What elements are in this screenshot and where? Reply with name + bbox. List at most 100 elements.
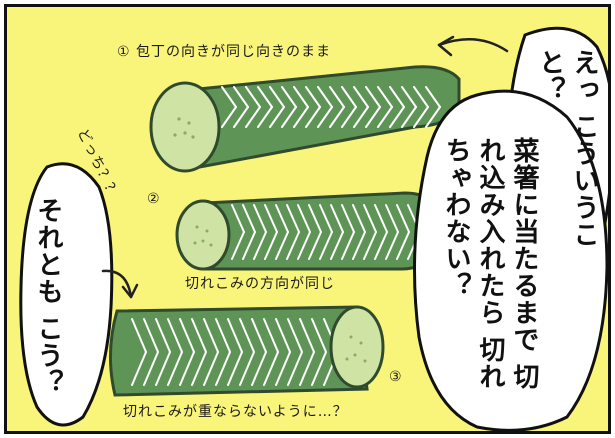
cut-line [263,318,279,353]
cut-line [257,86,273,108]
cut-line [275,231,289,260]
cut-line [242,204,256,233]
speech-text-top-right: えっ こういうこと？ [535,49,599,249]
cut-line [286,231,300,260]
cut-line [353,106,369,128]
cut-line [253,231,267,260]
speech-text-left: それとも こう？ [33,197,63,397]
cut-line [352,204,366,233]
cut-line [167,318,183,353]
cut-line [317,106,333,128]
cucumber-1 [149,65,461,173]
cut-line [215,318,231,353]
cut-line [308,204,322,233]
cut-line [293,86,309,108]
cut-line [425,86,441,108]
cut-line [269,86,285,108]
cut-line [131,318,147,353]
cut-line [275,318,291,353]
cut-line [385,231,399,260]
cut-line [413,86,429,108]
cut-line [231,231,245,260]
cut-line [131,351,147,386]
cut-line [203,351,219,386]
cut-line [239,351,255,386]
cut-line [264,204,278,233]
cut-line [143,351,159,386]
cut-line [257,106,273,128]
cut-line [191,318,207,353]
cut-line [179,351,195,386]
cut-line [389,106,405,128]
cut-line [329,86,345,108]
arrow-icon [437,35,509,57]
cut-line [215,351,231,386]
cut-line [363,231,377,260]
cut-line [245,86,261,108]
cut-line [319,231,333,260]
cut-line [377,106,393,128]
caption-cut-2-note: 切れこみの方向が同じ [185,276,335,292]
cut-lines-1 [221,86,441,128]
arrow-icon [101,269,139,299]
cut-line [263,351,279,386]
cut-line [245,106,261,128]
cut-line [341,86,357,108]
cut-line [389,86,405,108]
cut-line [253,204,267,233]
cut-line [275,351,291,386]
cut-line [233,86,249,108]
cut-line [227,318,243,353]
cut-line [374,231,388,260]
cut-line [363,204,377,233]
cut-line [297,231,311,260]
cut-line [365,106,381,128]
cut-line [299,351,315,386]
cut-line [251,318,267,353]
cut-line [385,204,399,233]
cut-line [396,204,410,233]
cut-line [377,86,393,108]
cut-line [413,106,429,128]
speech-bubble-left [19,162,114,427]
cucumber-3 [109,305,385,397]
cut-line [155,318,171,353]
cut-line [396,231,410,260]
cut-line [275,204,289,233]
cut-line [311,351,327,386]
cut-line [352,231,366,260]
cut-line [227,351,243,386]
cut-line [319,204,333,233]
cut-line [341,231,355,260]
cut-line [155,351,171,386]
cut-line [251,351,267,386]
cut-line [365,86,381,108]
cut-lines-2 [231,204,421,260]
cut-line [341,106,357,128]
cut-line [221,106,237,128]
cut-line [239,318,255,353]
cut-line [286,204,300,233]
cut-line [287,351,303,386]
cut-line [167,351,183,386]
cut-line [330,204,344,233]
cut-line [341,204,355,233]
cut-line [305,106,321,128]
cucumber-illustration [19,26,608,431]
comic-panel: ① 包丁の向きが同じ向きのまま どっち？？ ② 切れこみの方向が同じ ③ 切れこ… [4,4,611,434]
cut-line [317,86,333,108]
cut-line [299,318,315,353]
caption-cut-2: ② [147,191,161,207]
cut-line [143,318,159,353]
cut-line [191,351,207,386]
cut-line [281,86,297,108]
cut-lines-3 [131,318,339,386]
cut-line [293,106,309,128]
cut-line [353,86,369,108]
cut-line [203,318,219,353]
cut-line [269,106,285,128]
cut-line [401,86,417,108]
cut-line [221,86,237,108]
cut-line [242,231,256,260]
speech-bubble-middle [413,89,608,431]
